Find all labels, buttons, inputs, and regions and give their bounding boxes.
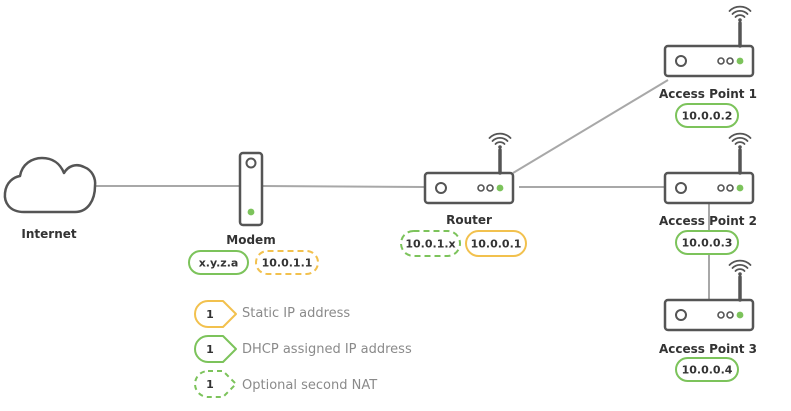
link-modem-router (261, 185, 425, 188)
access-point-1-ip: 10.0.0.2 (682, 110, 733, 123)
modem-static-nat-ip-badge: 10.0.1.1 (255, 250, 319, 275)
access-point-1-ip-badge: 10.0.0.2 (675, 103, 739, 128)
legend-dhcp-item: 1 DHCP assigned IP address (194, 335, 412, 363)
legend-nat-number: 1 (206, 378, 214, 391)
access-point-1-label: Access Point 1 (659, 87, 757, 101)
modem-node: Modem x.y.z.a 10.0.1.1 (188, 151, 319, 275)
router-static-ip-badge: 10.0.0.1 (465, 230, 527, 257)
access-point-2-ip: 10.0.0.3 (682, 237, 733, 250)
modem-dhcp-ip: x.y.z.a (199, 257, 239, 270)
modem-dhcp-ip-badge: x.y.z.a (188, 250, 249, 275)
legend-dhcp-label: DHCP assigned IP address (242, 342, 412, 357)
connections (94, 79, 710, 300)
router-label: Router (446, 213, 492, 227)
legend-dhcp-number: 1 (206, 343, 214, 356)
access-point-3-ip: 10.0.0.4 (682, 364, 733, 377)
router-node: Router 10.0.1.x 10.0.0.1 (400, 131, 527, 257)
router-lan-ip: 10.0.0.1 (471, 238, 522, 251)
access-point-3-node: Access Point 3 10.0.0.4 (659, 258, 757, 382)
static-ip-marker-icon (194, 300, 237, 328)
access-point-3-label: Access Point 3 (659, 342, 757, 356)
router-icon (423, 131, 515, 205)
legend-static-number: 1 (206, 308, 214, 321)
access-point-2-label: Access Point 2 (659, 214, 757, 228)
dhcp-ip-marker-icon (194, 335, 237, 363)
legend-nat-label: Optional second NAT (242, 378, 377, 393)
access-point-icon (663, 4, 755, 78)
legend-static-item: 1 Static IP address (194, 300, 350, 328)
cloud-icon (3, 156, 97, 214)
modem-label: Modem (226, 233, 275, 247)
access-point-3-ip-badge: 10.0.0.4 (675, 357, 739, 382)
access-point-1-node: Access Point 1 10.0.0.2 (659, 4, 757, 128)
access-point-icon (663, 131, 755, 205)
access-point-2-ip-badge: 10.0.0.3 (675, 230, 739, 255)
modem-static-ip: 10.0.1.1 (262, 257, 313, 270)
router-nat-ip-badge: 10.0.1.x (400, 230, 461, 257)
internet-node: Internet (3, 156, 97, 241)
router-wan-ip: 10.0.1.x (405, 238, 455, 251)
legend: 1 Static IP address 1 DHCP assigned IP a… (194, 300, 412, 398)
nat-marker-icon (194, 370, 237, 398)
modem-icon (238, 151, 264, 227)
link-router-ap1 (512, 79, 669, 174)
access-point-2-node: Access Point 2 10.0.0.3 (659, 131, 757, 255)
internet-label: Internet (21, 227, 76, 241)
legend-static-label: Static IP address (242, 306, 350, 321)
legend-nat-item: 1 Optional second NAT (194, 370, 377, 398)
